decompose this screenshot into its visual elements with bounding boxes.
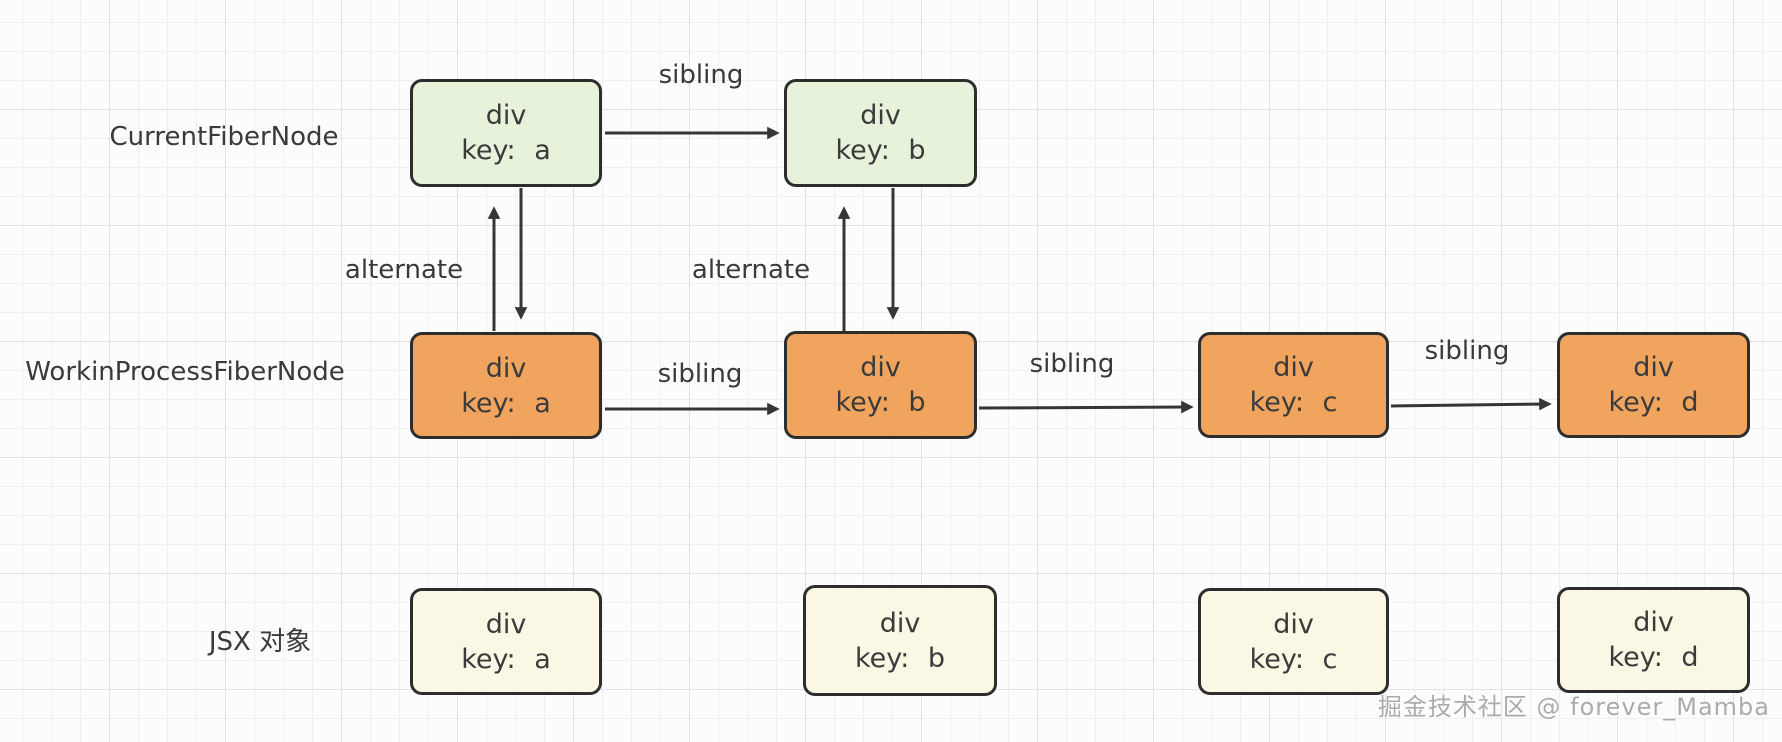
node-title: div bbox=[879, 607, 921, 639]
row-label-work-in-process-fiber-node: WorkinProcessFiberNode bbox=[25, 357, 345, 387]
node-key: key: b bbox=[854, 642, 946, 674]
node-key: key: a bbox=[461, 387, 551, 419]
edge-label-alternate-b: alternate bbox=[691, 255, 811, 285]
row-label-current-fiber-node: CurrentFiberNode bbox=[109, 122, 339, 152]
fiber-node-wip-d: div key: d bbox=[1557, 332, 1750, 438]
node-title: div bbox=[1633, 352, 1674, 383]
edge-label-alternate-a: alternate bbox=[344, 255, 464, 285]
edge-label-sibling-wip-b-c: sibling bbox=[1029, 349, 1115, 379]
edge-label-sibling-wip-a-b: sibling bbox=[657, 359, 743, 389]
fiber-node-current-b: div key: b bbox=[784, 79, 977, 187]
node-title: div bbox=[485, 608, 527, 640]
watermark: 掘金技术社区 @ forever_Mamba bbox=[1377, 693, 1770, 721]
row-label-jsx-object: JSX 对象 bbox=[208, 627, 312, 657]
node-title: div bbox=[485, 100, 527, 131]
node-key: key: b bbox=[835, 135, 926, 166]
node-key: key: d bbox=[1608, 642, 1699, 673]
node-title: div bbox=[1273, 352, 1314, 383]
fiber-node-current-a: div key: a bbox=[410, 79, 602, 187]
jsx-node-c: div key: c bbox=[1198, 588, 1389, 695]
node-title: div bbox=[860, 352, 901, 383]
fiber-node-wip-b: div key: b bbox=[784, 331, 977, 439]
node-key: key: b bbox=[835, 387, 926, 418]
node-key: key: c bbox=[1249, 643, 1338, 675]
edge-label-sibling-wip-c-d: sibling bbox=[1424, 336, 1510, 366]
node-key: key: a bbox=[461, 643, 551, 675]
node-title: div bbox=[485, 352, 527, 384]
node-title: div bbox=[1273, 608, 1314, 640]
node-title: div bbox=[1633, 607, 1674, 638]
fiber-node-wip-c: div key: c bbox=[1198, 332, 1389, 438]
node-key: key: c bbox=[1249, 387, 1338, 418]
fiber-node-wip-a: div key: a bbox=[410, 332, 602, 439]
sibling-arrow-wip-b-c bbox=[978, 400, 1194, 414]
edge-label-sibling-current-a-b: sibling bbox=[658, 60, 744, 90]
jsx-node-d: div key: d bbox=[1557, 587, 1750, 693]
jsx-node-a: div key: a bbox=[410, 588, 602, 695]
node-key: key: a bbox=[461, 135, 551, 166]
sibling-arrow-wip-c-d bbox=[1390, 397, 1552, 411]
node-title: div bbox=[860, 100, 901, 131]
jsx-node-b: div key: b bbox=[803, 585, 997, 696]
node-key: key: d bbox=[1608, 387, 1699, 418]
